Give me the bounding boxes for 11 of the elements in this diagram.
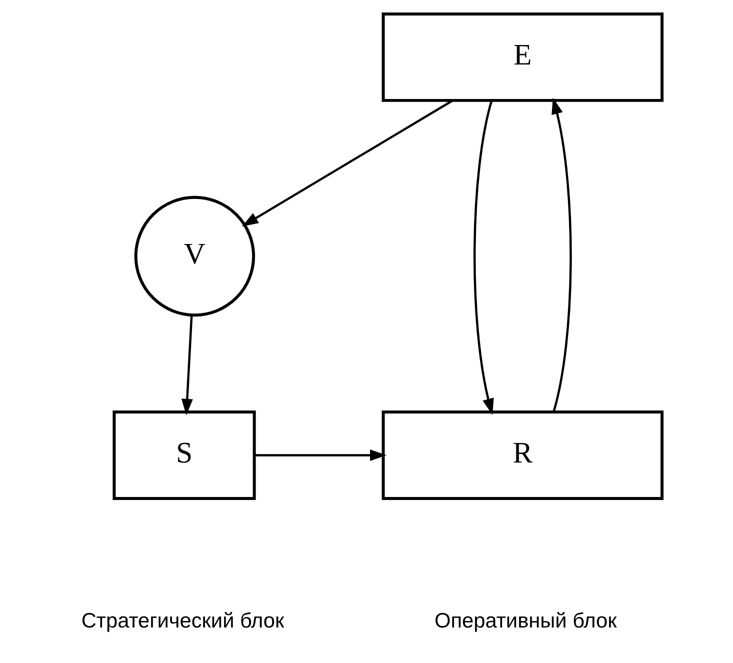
label: Оперативный блок — [434, 610, 617, 633]
arrow — [552, 98, 572, 412]
node-box: R — [382, 410, 664, 500]
arrow — [254, 449, 386, 461]
node-circle: V — [134, 196, 256, 317]
node-box: E — [382, 12, 664, 102]
arrow — [181, 315, 193, 416]
label: Стратегический блок — [81, 610, 284, 633]
node-box: S — [112, 410, 256, 500]
arrow — [474, 100, 494, 416]
arrow — [242, 100, 454, 227]
